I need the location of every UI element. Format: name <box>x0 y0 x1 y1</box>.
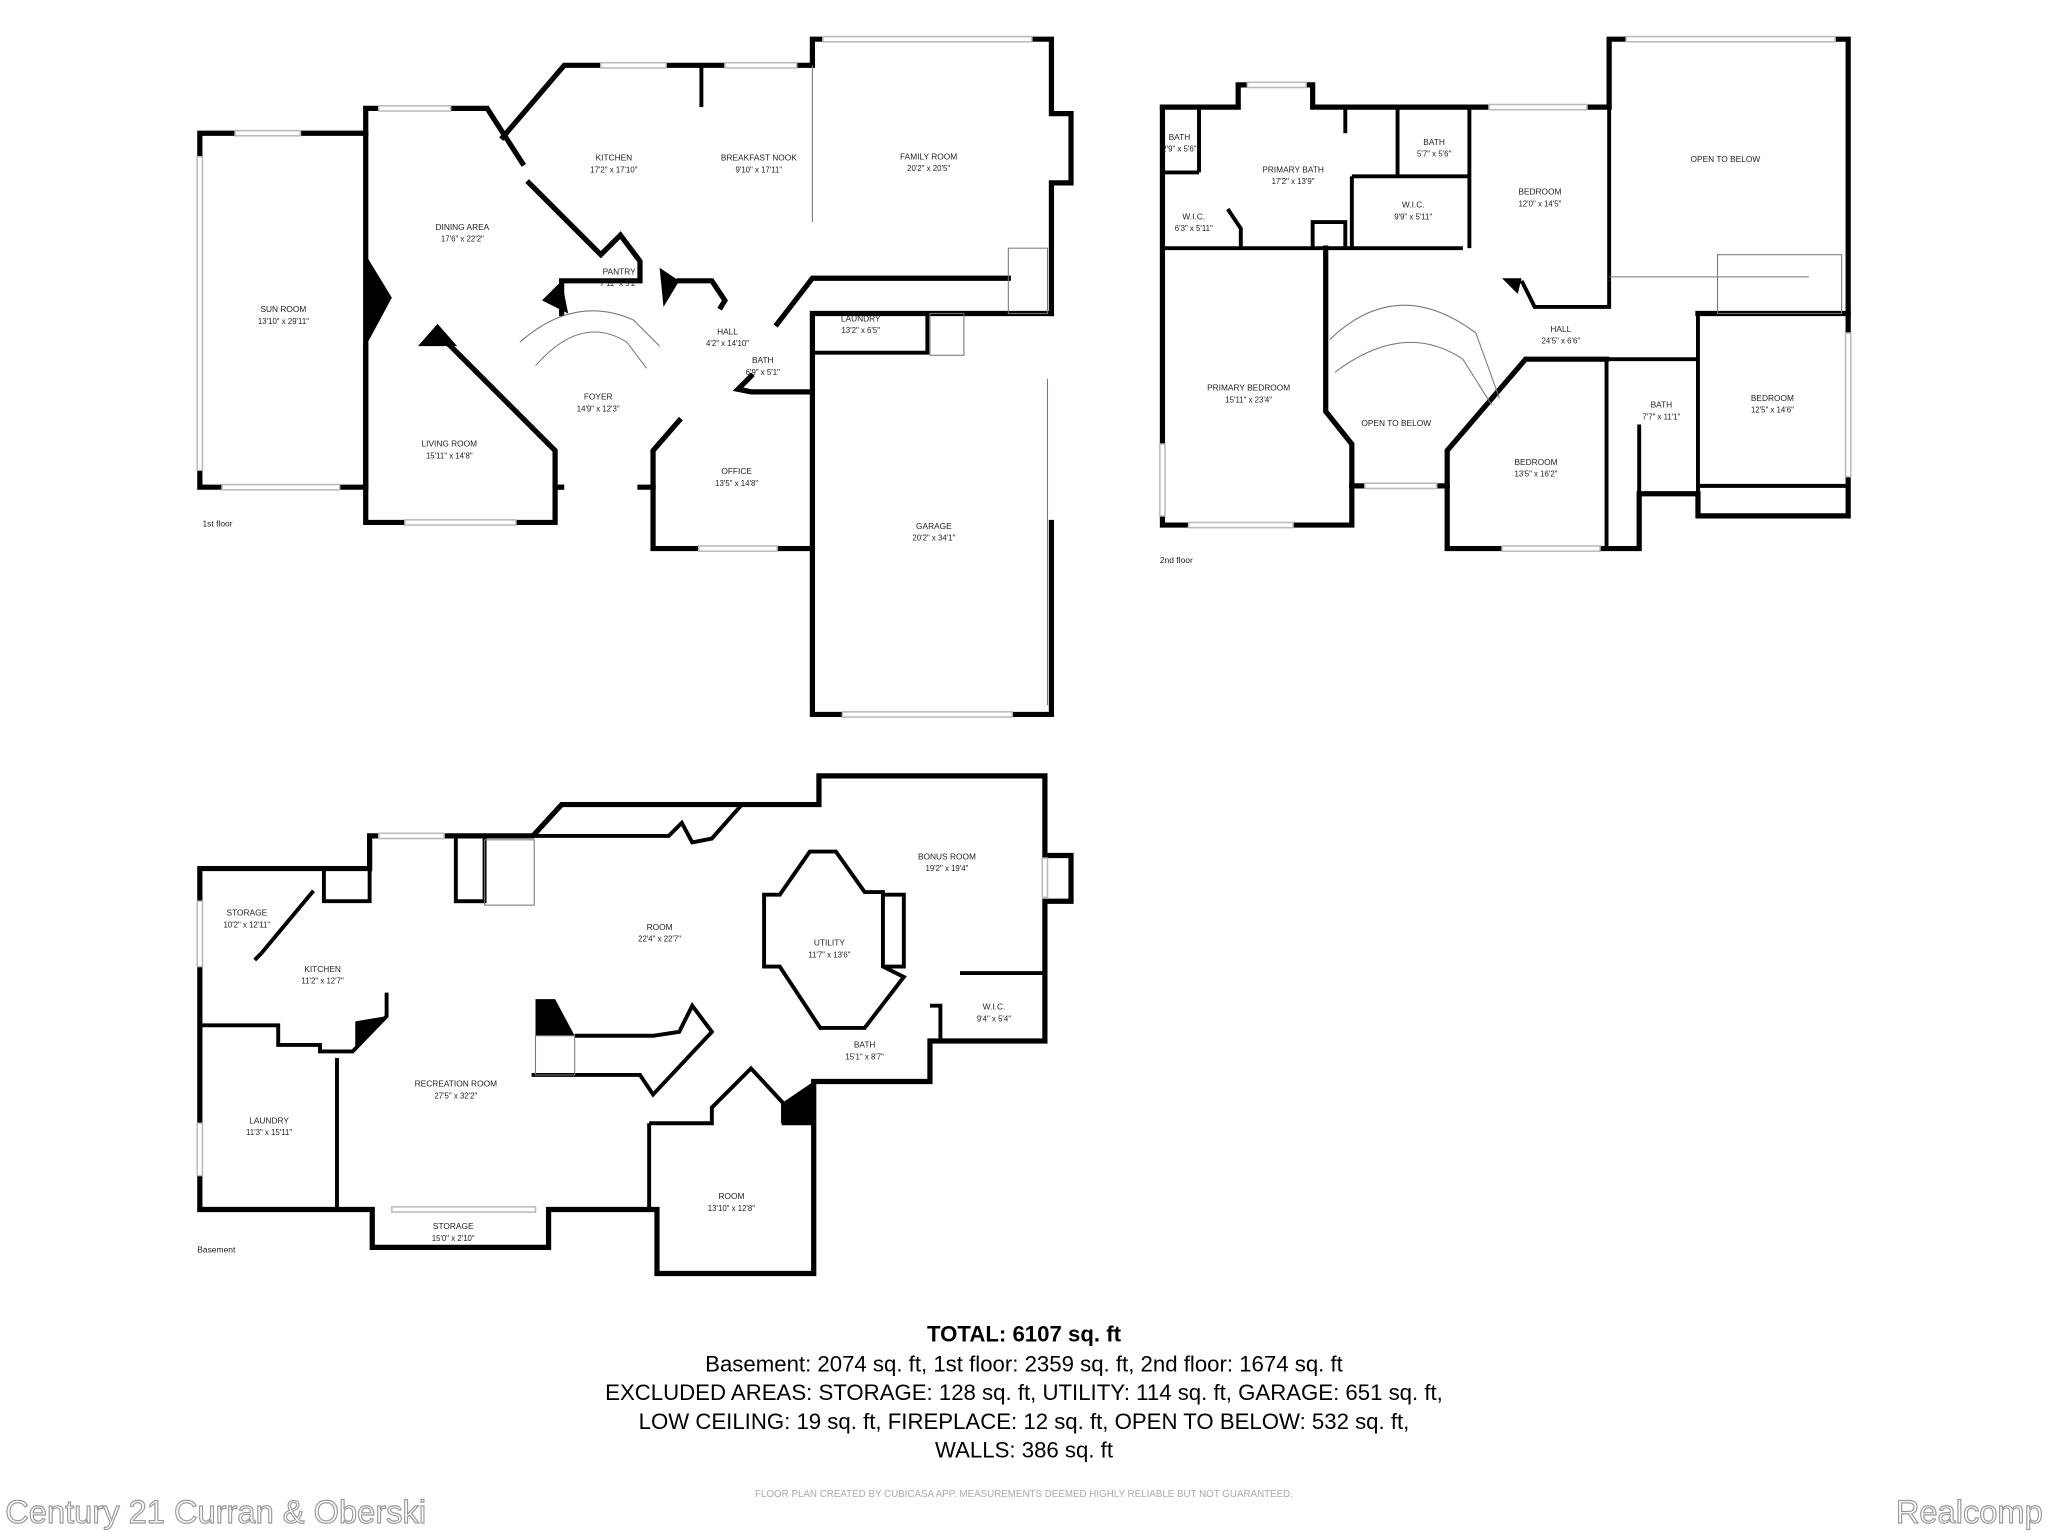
room-name: BATH <box>1423 137 1445 147</box>
room-dimensions: 6'3" x 5'11" <box>1175 224 1213 233</box>
room-name: BREAKFAST NOOK <box>721 153 797 163</box>
room-name: BATH <box>752 355 774 365</box>
room-dimensions: 13'2" x 6'5" <box>841 326 880 335</box>
room-name: GARAGE <box>916 521 952 531</box>
room-name: ROOM <box>718 1191 744 1201</box>
first-floor-plan <box>196 35 1074 718</box>
room-name: SUN ROOM <box>260 304 306 314</box>
room-name: LIVING ROOM <box>421 439 477 449</box>
room-name: FOYER <box>584 392 613 402</box>
room-dimensions: 15'11" x 23'4" <box>1225 395 1272 404</box>
room-dimensions: 13'10" x 29'11" <box>258 317 309 326</box>
room-dimensions: 22'4" x 22'7" <box>638 935 681 944</box>
room-dimensions: 13'5" x 14'8" <box>715 479 758 488</box>
basement-plan <box>196 773 1074 1277</box>
room-dimensions: 19'2" x 19'4" <box>925 864 968 873</box>
room-dimensions: 7'11" x 5'2" <box>600 279 638 288</box>
room-name: PRIMARY BATH <box>1262 164 1324 174</box>
room-dimensions: 9'4" x 5'4" <box>977 1014 1011 1023</box>
room-name: OPEN TO BELOW <box>1691 154 1761 164</box>
room-dimensions: 15'0" x 2'10" <box>432 1234 475 1243</box>
excluded-areas-cont: LOW CEILING: 19 sq. ft, FIREPLACE: 12 sq… <box>639 1409 1410 1434</box>
room-dimensions: 7'7" x 11'1" <box>1642 412 1680 421</box>
room-name: UTILITY <box>814 938 845 948</box>
room-name: W.I.C. <box>1402 200 1425 210</box>
second-floor-plan <box>1159 35 1852 552</box>
room-dimensions: 24'5" x 6'6" <box>1542 337 1581 346</box>
room-dimensions: 27'5" x 32'2" <box>434 1091 477 1100</box>
room-name: BATH <box>1651 400 1673 410</box>
room-dimensions: 11'3" x 15'11" <box>246 1128 292 1137</box>
room-dimensions: 9'10" x 17'11" <box>735 165 782 174</box>
room-name: W.I.C. <box>1182 211 1205 221</box>
room-dimensions: 17'2" x 13'9" <box>1272 177 1315 186</box>
room-dimensions: 12'5" x 14'6" <box>1751 406 1794 415</box>
room-name: HALL <box>1550 324 1571 334</box>
room-dimensions: 9'9" x 5'11" <box>1394 212 1432 221</box>
room-dimensions: 4'2" x 14'10" <box>706 339 749 348</box>
room-name: STORAGE <box>433 1221 474 1231</box>
room-dimensions: 10'2" x 12'11" <box>223 920 270 929</box>
room-labels: 1st floor SUN ROOM 13'10" x 29'11" DINING A… <box>197 132 1794 1255</box>
room-dimensions: 6'9" x 5'1" <box>746 368 780 377</box>
room-name: BATH <box>854 1040 876 1050</box>
room-name: PANTRY <box>603 266 637 276</box>
room-name: OFFICE <box>721 466 752 476</box>
room-name: RECREATION ROOM <box>415 1079 497 1089</box>
room-name: BEDROOM <box>1514 457 1557 467</box>
room-dimensions: 14'9" x 12'3" <box>577 404 620 413</box>
room-name: ROOM <box>647 922 673 932</box>
room-dimensions: 12'0" x 14'5" <box>1518 199 1561 208</box>
room-name: DINING AREA <box>435 222 489 232</box>
watermark-right: Realcomp <box>1896 1493 2043 1530</box>
room-dimensions: 15'11" x 14'8" <box>426 451 473 460</box>
room-name: OPEN TO BELOW <box>1361 418 1431 428</box>
room-name: KITCHEN <box>304 964 341 974</box>
room-name: LAUNDRY <box>841 313 881 323</box>
room-name: STORAGE <box>227 908 268 918</box>
room-name: KITCHEN <box>596 153 633 163</box>
room-name: BEDROOM <box>1518 187 1561 197</box>
room-name: BATH <box>1169 132 1191 142</box>
room-dimensions: 20'2" x 20'5" <box>907 164 950 173</box>
room-name: PRIMARY BEDROOM <box>1207 383 1290 393</box>
room-name: BEDROOM <box>1751 393 1794 403</box>
room-dimensions: 13'5" x 16'2" <box>1515 470 1558 479</box>
room-dimensions: 11'7" x 13'6" <box>808 950 851 959</box>
room-name: W.I.C. <box>983 1002 1006 1012</box>
area-summary: TOTAL: 6107 sq. ft Basement: 2074 sq. ft… <box>605 1321 1443 1462</box>
room-name: HALL <box>717 326 738 336</box>
room-dimensions: 2'9" x 5'6" <box>1162 145 1196 154</box>
room-dimensions: 11'2" x 12'7" <box>301 977 344 986</box>
room-dimensions: 20'2" x 34'1" <box>912 534 955 543</box>
floor-label: 1st floor <box>202 518 232 528</box>
watermark-left: Century 21 Curran & Oberski <box>5 1493 426 1530</box>
room-name: LAUNDRY <box>249 1115 289 1125</box>
walls-area: WALLS: 386 sq. ft <box>935 1438 1113 1463</box>
room-dimensions: 17'6" x 22'2" <box>441 235 484 244</box>
floor-label: 2nd floor <box>1160 555 1193 565</box>
room-dimensions: 13'10" x 12'8" <box>708 1204 756 1213</box>
room-dimensions: 5'7" x 5'6" <box>1417 150 1451 159</box>
disclaimer: FLOOR PLAN CREATED BY CUBICASA APP. MEAS… <box>755 1489 1293 1500</box>
floor-label: Basement <box>197 1245 236 1255</box>
excluded-areas: EXCLUDED AREAS: STORAGE: 128 sq. ft, UTI… <box>605 1380 1443 1405</box>
room-dimensions: 15'1" x 8'7" <box>845 1052 884 1061</box>
total-area: TOTAL: 6107 sq. ft <box>927 1321 1122 1346</box>
room-name: BONUS ROOM <box>918 851 976 861</box>
floor-areas: Basement: 2074 sq. ft, 1st floor: 2359 s… <box>705 1351 1343 1376</box>
room-name: FAMILY ROOM <box>900 151 957 161</box>
room-dimensions: 17'2" x 17'10" <box>590 165 638 174</box>
